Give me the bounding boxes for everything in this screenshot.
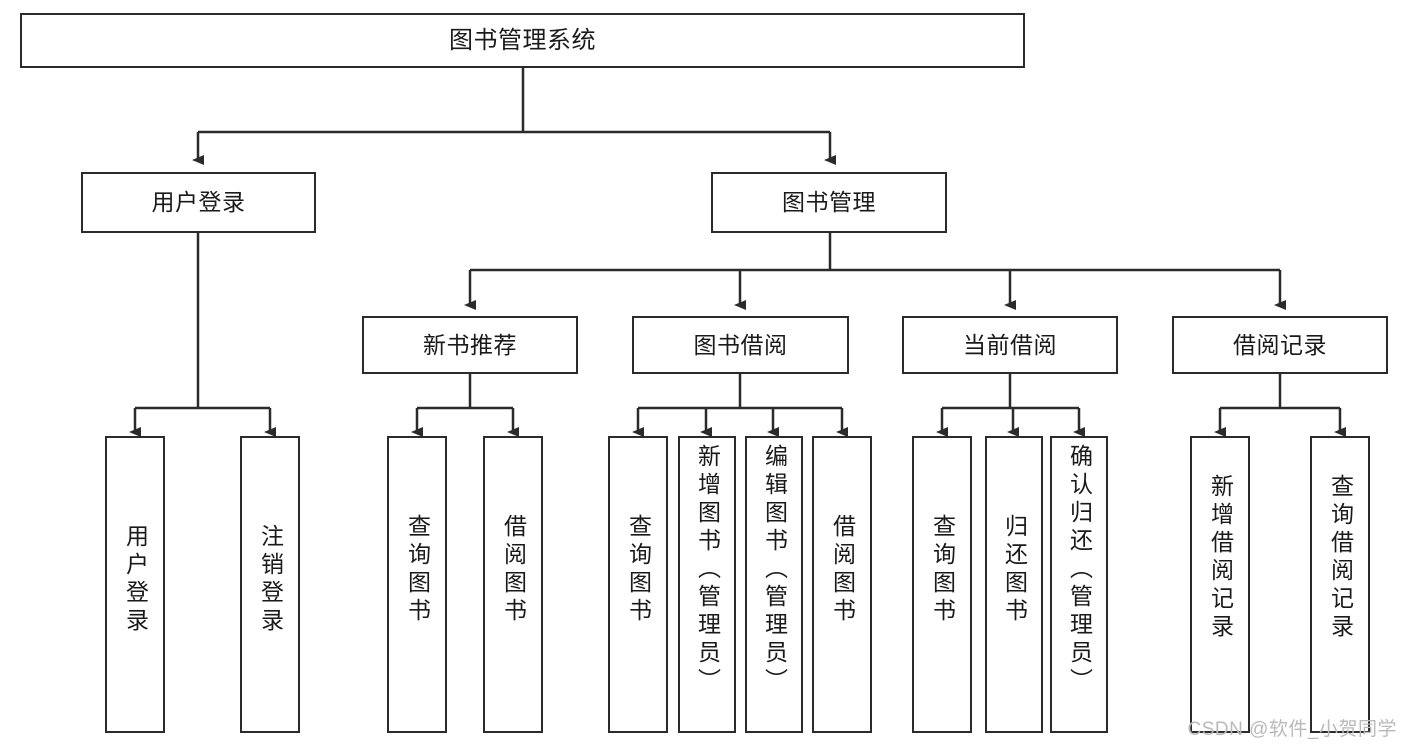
node-user-login-label: 用户登录 bbox=[151, 189, 246, 216]
node-leaf-borrow-book-1[interactable]: 借阅图书 bbox=[483, 436, 543, 733]
node-leaf-query-record[interactable]: 查询借阅记录 bbox=[1310, 436, 1370, 733]
node-book-manage-label: 图书管理 bbox=[782, 189, 876, 216]
node-leaf-borrow-book-1-label: 借阅图书 bbox=[500, 514, 527, 626]
node-current-borrow-label: 当前借阅 bbox=[963, 331, 1057, 358]
node-user-login[interactable]: 用户登录 bbox=[81, 172, 316, 233]
node-leaf-confirm-return[interactable]: 确认归还（管理员） bbox=[1050, 436, 1108, 733]
node-leaf-add-record[interactable]: 新增借阅记录 bbox=[1190, 436, 1250, 733]
node-leaf-borrow-book-2[interactable]: 借阅图书 bbox=[812, 436, 872, 733]
node-leaf-borrow-book-2-label: 借阅图书 bbox=[829, 514, 856, 626]
csdn-watermark: CSDN @软件_小贺同学 bbox=[1187, 719, 1397, 740]
node-book-borrow[interactable]: 图书借阅 bbox=[632, 316, 849, 374]
node-leaf-query-book-3-label: 查询图书 bbox=[929, 514, 956, 626]
node-leaf-return-book-label: 归还图书 bbox=[1001, 514, 1028, 626]
node-leaf-add-book[interactable]: 新增图书（管理员） bbox=[678, 436, 736, 733]
node-leaf-edit-book-label: 编辑图书（管理员） bbox=[761, 444, 788, 696]
node-leaf-query-book-1-label: 查询图书 bbox=[404, 514, 431, 626]
node-leaf-add-book-label: 新增图书（管理员） bbox=[694, 444, 721, 696]
node-borrow-record-label: 借阅记录 bbox=[1233, 331, 1327, 358]
node-leaf-confirm-return-label: 确认归还（管理员） bbox=[1066, 444, 1093, 696]
node-current-borrow[interactable]: 当前借阅 bbox=[902, 316, 1118, 374]
node-leaf-query-book-2[interactable]: 查询图书 bbox=[608, 436, 668, 733]
node-book-borrow-label: 图书借阅 bbox=[693, 331, 788, 358]
node-root-label: 图书管理系统 bbox=[449, 26, 596, 54]
node-borrow-record[interactable]: 借阅记录 bbox=[1172, 316, 1388, 374]
node-leaf-query-book-2-label: 查询图书 bbox=[625, 514, 652, 626]
node-leaf-user-login[interactable]: 用户登录 bbox=[105, 436, 165, 733]
node-root[interactable]: 图书管理系统 bbox=[20, 13, 1025, 68]
node-book-manage[interactable]: 图书管理 bbox=[711, 172, 947, 233]
node-leaf-query-book-3[interactable]: 查询图书 bbox=[912, 436, 972, 733]
node-leaf-edit-book[interactable]: 编辑图书（管理员） bbox=[745, 436, 803, 733]
node-leaf-query-book-1[interactable]: 查询图书 bbox=[387, 436, 447, 733]
node-leaf-user-logout-label: 注销登录 bbox=[257, 524, 284, 636]
node-leaf-return-book[interactable]: 归还图书 bbox=[985, 436, 1043, 733]
node-new-book-rec-label: 新书推荐 bbox=[423, 331, 517, 358]
node-leaf-user-login-label: 用户登录 bbox=[122, 524, 149, 636]
node-leaf-add-record-label: 新增借阅记录 bbox=[1207, 474, 1234, 642]
node-new-book-rec[interactable]: 新书推荐 bbox=[362, 316, 578, 374]
node-leaf-user-logout[interactable]: 注销登录 bbox=[240, 436, 300, 733]
node-leaf-query-record-label: 查询借阅记录 bbox=[1327, 474, 1354, 642]
